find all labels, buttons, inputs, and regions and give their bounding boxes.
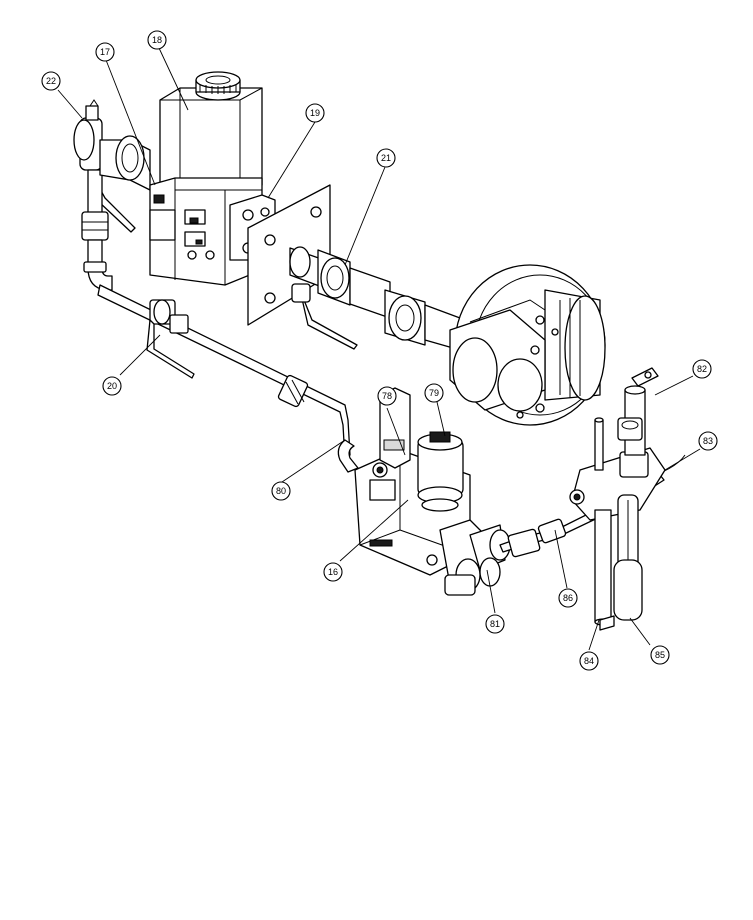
svg-text:81: 81 [490,619,500,629]
pilot-burner-assembly [569,367,666,631]
svg-text:20: 20 [107,381,117,391]
upper-horizontal-pipe [99,135,151,191]
svg-text:78: 78 [382,391,392,401]
callout-22: 22 [41,71,61,91]
svg-text:16: 16 [328,567,338,577]
callout-81: 81 [485,614,505,634]
control-valve-16 [354,387,511,596]
callout-78: 78 [377,386,397,406]
leader-lines [57,47,701,651]
svg-text:19: 19 [310,108,320,118]
svg-text:85: 85 [655,650,665,660]
callout-79: 79 [424,383,444,403]
callout-86: 86 [558,588,578,608]
callout-18: 18 [147,30,167,50]
svg-text:79: 79 [429,388,439,398]
callout-19: 19 [305,103,325,123]
svg-text:84: 84 [584,656,594,666]
svg-text:82: 82 [697,364,707,374]
callout-82: 82 [692,359,712,379]
lower-gas-line [97,284,359,473]
pilot-tube-86 [499,454,686,558]
svg-text:18: 18 [152,35,162,45]
burner-feed-pipe [289,246,461,351]
svg-text:17: 17 [100,47,110,57]
callout-20: 20 [102,376,122,396]
callout-84: 84 [579,651,599,671]
callout-17: 17 [95,42,115,62]
svg-text:22: 22 [46,76,56,86]
inlet-vertical-pipe [81,169,113,291]
svg-text:21: 21 [381,153,391,163]
callout-80: 80 [271,481,291,501]
callout-16: 16 [323,562,343,582]
svg-text:80: 80 [276,486,286,496]
svg-text:83: 83 [703,436,713,446]
svg-text:86: 86 [563,593,573,603]
callout-83: 83 [698,431,718,451]
callout-21: 21 [376,148,396,168]
main-gas-valve-18 [149,71,276,286]
burner-head [449,264,606,426]
callout-85: 85 [650,645,670,665]
